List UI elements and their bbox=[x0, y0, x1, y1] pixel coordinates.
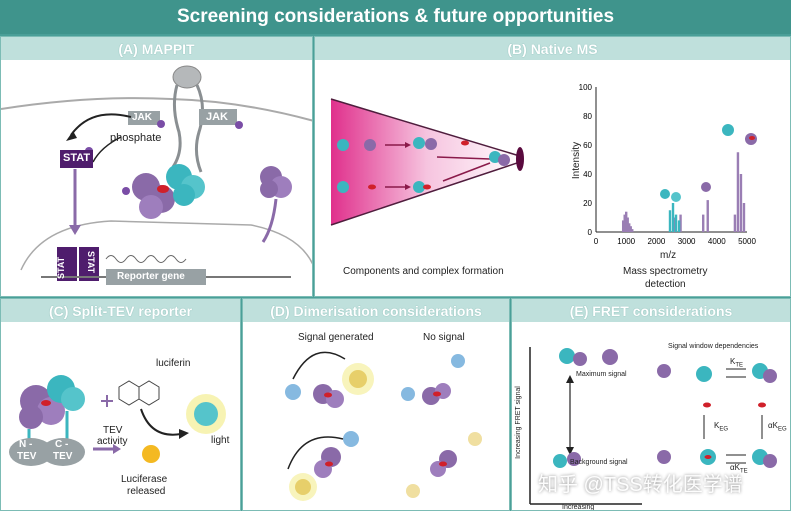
ms-bar bbox=[674, 214, 678, 232]
ms-caption-2: detection bbox=[645, 279, 686, 290]
ms-chart-axes bbox=[595, 87, 747, 233]
ms-ylabel: Intensity bbox=[571, 141, 583, 180]
ms-bar bbox=[629, 226, 632, 232]
ms-bar bbox=[742, 203, 746, 232]
jak-label-2: JAK bbox=[206, 111, 229, 123]
free-protein-a bbox=[260, 166, 292, 243]
ms-bar bbox=[739, 174, 743, 232]
native-ms-diagram: 0 1000 2000 3000 4000 5000 0 20 40 60 80 100 bbox=[330, 83, 757, 246]
ms-x-tick: 2000 bbox=[648, 237, 666, 246]
ms-y-tick: 60 bbox=[583, 141, 592, 150]
watermark: 知乎 @TSS转化医学谱 bbox=[538, 474, 743, 496]
luciferase-label-2: released bbox=[127, 486, 166, 497]
figure-title: Screening considerations & future opport… bbox=[0, 0, 791, 34]
panel-e-title: (E) FRET considerations bbox=[512, 299, 790, 322]
akte-label: αKTE bbox=[730, 463, 748, 475]
tev-activity-label-2: activity bbox=[97, 436, 128, 447]
ms-bar bbox=[702, 214, 705, 232]
panel-split-tev: (C) Split-TEV reporter luciferin N - TEV… bbox=[0, 298, 241, 511]
ms-caption-1: Mass spectrometry bbox=[623, 266, 708, 277]
ms-y-tick: 20 bbox=[583, 199, 592, 208]
window-label: Signal window dependencies bbox=[668, 343, 759, 350]
mappit-diagram bbox=[1, 65, 312, 285]
ms-bar bbox=[625, 211, 628, 232]
ms-bar bbox=[677, 220, 681, 232]
ms-x-tick: 4000 bbox=[708, 237, 726, 246]
stat-dimer-label-2: STAT bbox=[86, 251, 96, 274]
jak-label-1: JAK bbox=[132, 112, 153, 123]
ms-x-tick: 5000 bbox=[738, 237, 756, 246]
max-signal-label: Maximum signal bbox=[576, 371, 627, 378]
ms-xlabel: m/z bbox=[660, 250, 677, 261]
ms-y-tick: 100 bbox=[579, 83, 593, 92]
ms-bar bbox=[733, 214, 737, 232]
keg-label: KEG bbox=[714, 421, 729, 433]
luciferin-label: luciferin bbox=[156, 358, 191, 369]
ms-x-tick: 3000 bbox=[678, 237, 696, 246]
bg-signal-label: Background signal bbox=[570, 459, 628, 466]
n-tev-label-2: TEV bbox=[17, 451, 37, 462]
kte-label: KTE bbox=[730, 357, 744, 369]
fret-diagram bbox=[529, 347, 777, 505]
light-label: light bbox=[211, 435, 230, 446]
ms-x-tick: 0 bbox=[594, 237, 599, 246]
c-tev-label-2: TEV bbox=[53, 451, 73, 462]
luciferase-label-1: Luciferase bbox=[121, 474, 168, 485]
dimerisation-diagram bbox=[285, 351, 482, 501]
phosphate-label: phosphate bbox=[110, 132, 162, 144]
panel-c-title: (C) Split-TEV reporter bbox=[1, 299, 240, 322]
ms-bar bbox=[736, 152, 740, 232]
c-tev-label-1: C - bbox=[55, 439, 69, 450]
panel-dimerisation: (D) Dimerisation considerations Signal g… bbox=[242, 298, 510, 511]
ms-bar bbox=[668, 210, 672, 232]
fret-x-axis-label: Increasing bbox=[562, 504, 595, 511]
reporter-gene-label: Reporter gene bbox=[117, 271, 185, 282]
ms-bar bbox=[621, 220, 625, 232]
components-caption: Components and complex formation bbox=[343, 266, 504, 277]
n-tev-label-1: N - bbox=[19, 439, 33, 450]
panel-a-title: (A) MAPPIT bbox=[1, 37, 312, 60]
ms-bar bbox=[671, 203, 675, 232]
ms-bar bbox=[628, 223, 631, 232]
panel-fret: (E) FRET considerations Signal w bbox=[511, 298, 791, 511]
signal-generated-label: Signal generated bbox=[298, 332, 374, 343]
ms-ticks: 0 1000 2000 3000 4000 5000 0 20 40 60 80 100 bbox=[579, 83, 757, 246]
ms-bar bbox=[626, 217, 629, 232]
no-signal-label: No signal bbox=[423, 332, 465, 343]
panel-b-title: (B) Native MS bbox=[315, 37, 790, 60]
stat-label: STAT bbox=[63, 152, 91, 164]
ms-bar bbox=[631, 229, 634, 232]
ms-y-tick: 80 bbox=[583, 112, 592, 121]
complex-protein-a bbox=[122, 164, 205, 219]
ms-y-tick: 40 bbox=[583, 170, 592, 179]
ms-y-tick: 0 bbox=[588, 228, 593, 237]
fret-y-axis-label: Increasing FRET signal bbox=[514, 386, 522, 459]
ms-bar bbox=[679, 214, 682, 232]
ms-bar bbox=[623, 214, 626, 232]
panel-mappit: (A) MAPPIT bbox=[0, 36, 313, 297]
ms-bar bbox=[673, 217, 676, 232]
akeg-label: αKEG bbox=[768, 421, 787, 433]
ms-x-tick: 1000 bbox=[617, 237, 635, 246]
split-tev-diagram bbox=[9, 375, 226, 466]
ms-bar bbox=[706, 200, 709, 232]
panel-d-title: (D) Dimerisation considerations bbox=[243, 299, 509, 322]
tev-activity-label-1: TEV bbox=[103, 425, 123, 436]
panel-native-ms: (B) Native MS bbox=[314, 36, 791, 297]
ms-bars bbox=[621, 152, 746, 232]
stat-dimer-label-1: STAT bbox=[56, 256, 66, 279]
